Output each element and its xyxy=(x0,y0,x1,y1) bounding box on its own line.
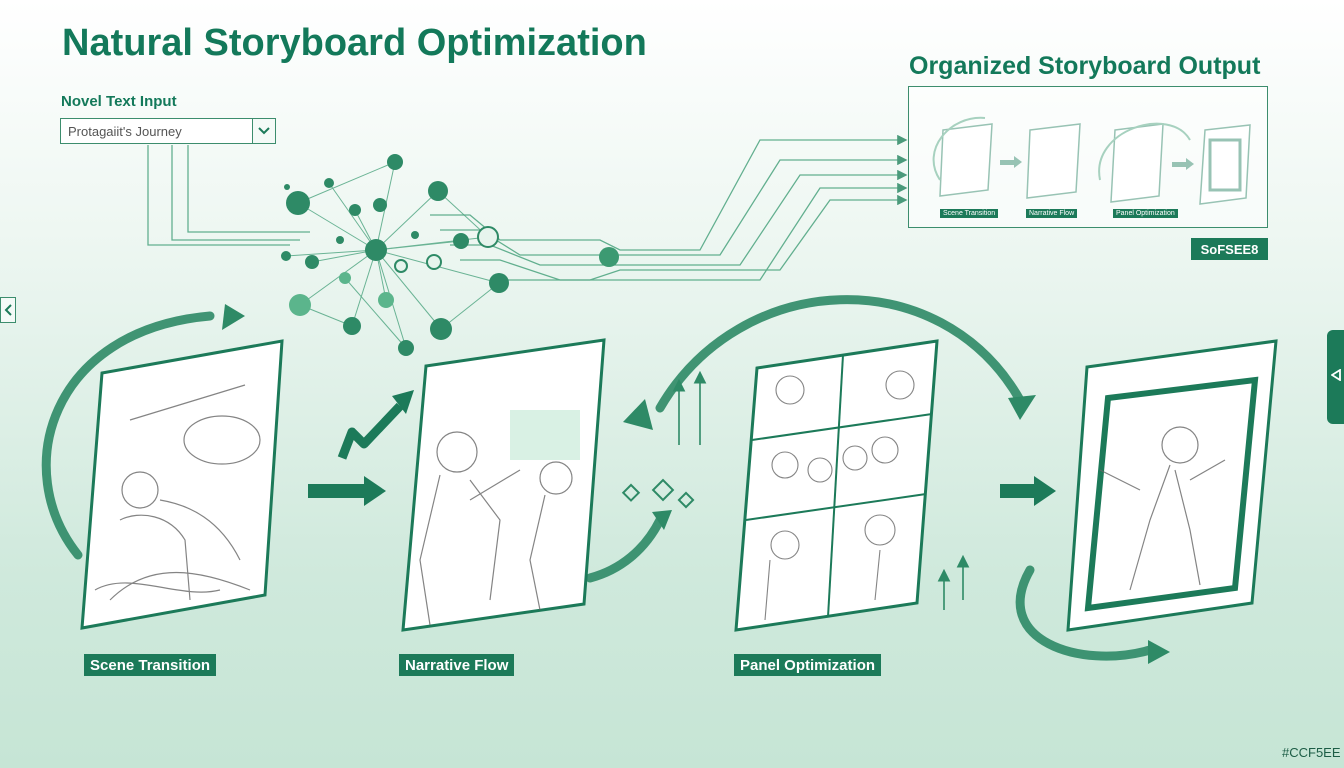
connector-lines xyxy=(147,134,908,281)
narrative-flow-panel xyxy=(401,338,606,632)
novel-text-select[interactable]: Protagaiit's Journey xyxy=(60,118,276,144)
panel-optimization-label: Panel Optimization xyxy=(734,654,882,676)
final-output-panel xyxy=(1066,339,1278,632)
scene-transition-label: Scene Transition xyxy=(84,654,217,676)
chevron-left-icon[interactable] xyxy=(0,297,16,323)
novel-text-select-value: Protagaiit's Journey xyxy=(68,123,182,139)
flow-arcs xyxy=(41,295,1155,661)
junction-node xyxy=(599,247,619,267)
panel-optimization-panel xyxy=(734,339,939,632)
output-caption: Scene Transition xyxy=(940,209,999,218)
chevron-down-icon[interactable] xyxy=(252,119,275,143)
output-caption: Panel Optimization xyxy=(1113,209,1178,218)
novel-text-input-label: Novel Text Input xyxy=(61,93,177,110)
side-panel-toggle[interactable] xyxy=(1327,330,1344,424)
output-frame xyxy=(908,86,1268,228)
triangle-left-icon xyxy=(1329,368,1341,386)
page-title: Natural Storyboard Optimization xyxy=(62,22,647,64)
output-caption: Narrative Flow xyxy=(1026,209,1078,218)
up-arrows xyxy=(672,370,970,610)
scene-transition-panel xyxy=(80,339,284,630)
narrative-flow-label: Narrative Flow xyxy=(399,654,515,676)
straight-arrows xyxy=(308,390,1056,506)
concept-network xyxy=(285,161,500,349)
arrow-heads xyxy=(222,304,1170,664)
output-title: Organized Storyboard Output xyxy=(909,52,1261,80)
output-badge: SoFSEE8 xyxy=(1191,238,1268,260)
network-nodes xyxy=(281,154,509,356)
color-code-label: #CCF5EE xyxy=(1282,745,1341,760)
diamond-markers xyxy=(621,478,695,509)
